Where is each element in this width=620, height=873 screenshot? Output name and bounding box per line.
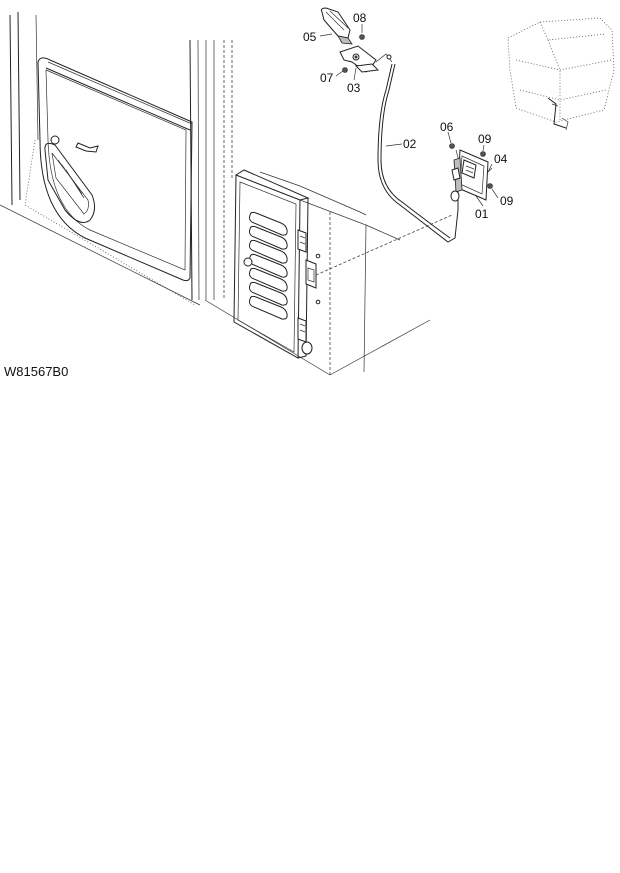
machine-body-outline: [507, 17, 615, 131]
callout-02: 02: [403, 137, 417, 151]
upper-hinge-icon: [297, 229, 307, 253]
door-stop-icon: [301, 341, 313, 355]
louver-slots: [249, 211, 288, 320]
callout-05: 05: [303, 30, 317, 44]
door-latch-plate-icon: [305, 259, 317, 289]
screw-07-icon: [342, 67, 348, 73]
release-knob-icon: [321, 7, 351, 39]
screw-09b-icon: [487, 183, 493, 189]
lock-cylinder-icon: [50, 135, 60, 145]
callout-09-upper: 09: [478, 132, 492, 146]
callout-07: 07: [320, 71, 334, 85]
door-handle-recess: [44, 135, 99, 223]
callout-04: 04: [494, 152, 508, 166]
screw-09a-icon: [480, 151, 486, 157]
callout-09-lower: 09: [500, 194, 514, 208]
leader-lines: [319, 24, 499, 207]
latch-assembly: [449, 143, 493, 202]
lower-hinge-icon: [297, 317, 307, 343]
callout-03: 03: [347, 81, 361, 95]
callout-08: 08: [353, 11, 367, 25]
cab-door-frame: [0, 11, 331, 376]
callout-06: 06: [440, 120, 454, 134]
access-door-panel: [233, 169, 431, 376]
latch-handle-icon: [75, 142, 99, 153]
pin-06-icon: [449, 143, 455, 149]
drawing-number: W81567B0: [4, 364, 69, 379]
release-lever-assembly: [321, 7, 393, 73]
callout-01: 01: [475, 207, 489, 221]
screw-08-icon: [359, 34, 365, 40]
release-cable: [377, 63, 461, 243]
door-knob-icon: [243, 257, 253, 267]
callout-labels: 05 08 07 03 02 06 09 04 01 09: [303, 11, 514, 221]
